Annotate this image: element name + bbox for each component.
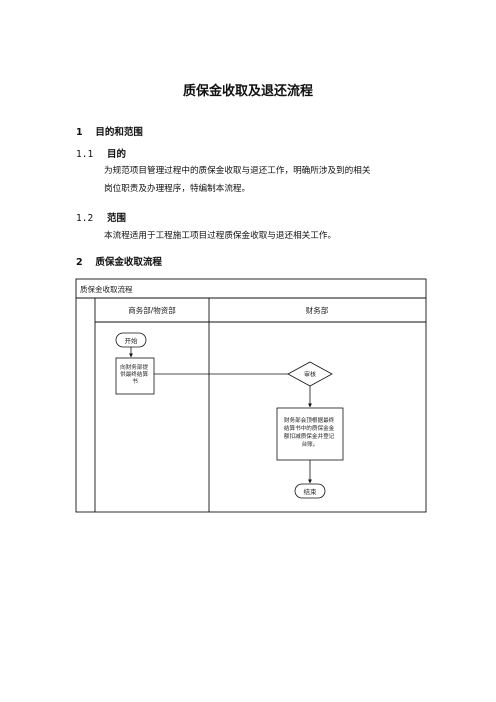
section-number: 2 — [76, 257, 83, 268]
lane-header-finance: 财务部 — [306, 305, 329, 315]
submit-label-line: 供最终结算 — [120, 370, 148, 378]
page-title: 质保金收取及退还流程 — [182, 84, 313, 99]
submit-label-line: 向财务部提 — [120, 363, 148, 371]
subsection-title: 目的 — [107, 149, 127, 160]
section-heading-2: 2 质保金收取流程 — [76, 254, 162, 268]
start-label: 开始 — [125, 336, 139, 345]
lane-header-business: 商务部/物资部 — [128, 305, 176, 315]
finance-label-line: 结算书中的质保金金 — [284, 424, 335, 432]
paragraph-line: 为规范项目管理过程中的质保金收取与退还工作，明确所涉及到的相关 — [104, 166, 371, 176]
submit-settlement-node — [115, 357, 155, 395]
paragraph-line: 岗位职责及办理程序，特编制本流程。 — [104, 184, 251, 194]
purpose-paragraph: 为规范项目管理过程中的质保金收取与退还工作，明确所涉及到的相关 岗位职责及办理程… — [104, 162, 434, 198]
flowchart-header: 质保金收取流程 — [80, 284, 133, 294]
submit-label-line: 书 — [132, 377, 138, 385]
finance-label-line: 台账。 — [302, 440, 319, 448]
subsection-number: 1.2 — [76, 213, 94, 224]
subsection-number: 1.1 — [76, 149, 94, 160]
section-title: 质保金收取流程 — [95, 257, 162, 268]
subsection-heading-1-2: 1.2 范围 — [76, 210, 126, 224]
end-node — [294, 483, 326, 499]
finance-label-line: 财务部会顶根据最终 — [284, 416, 335, 424]
end-label: 结束 — [304, 487, 318, 496]
paragraph-line: 本流程适用于工程施工项目过程质保金收取与退还相关工作。 — [104, 231, 337, 241]
section-heading-1: 1 目的和范围 — [76, 124, 143, 138]
scope-paragraph: 本流程适用于工程施工项目过程质保金收取与退还相关工作。 — [104, 227, 434, 245]
finance-label: 财务部会顶根据最终 结算书中的质保金金 额扣减质保金并登记 台账。 — [284, 416, 336, 448]
subsection-heading-1-1: 1.1 目的 — [76, 146, 126, 160]
section-title: 目的和范围 — [95, 127, 143, 138]
finance-label-line: 额扣减质保金并登记 — [284, 432, 335, 440]
submit-label: 向财务部提 供最终结算 书 — [120, 363, 150, 385]
section-number: 1 — [76, 127, 83, 138]
subsection-title: 范围 — [107, 213, 127, 224]
review-label: 审核 — [304, 371, 316, 379]
flowchart-frame — [75, 278, 427, 513]
